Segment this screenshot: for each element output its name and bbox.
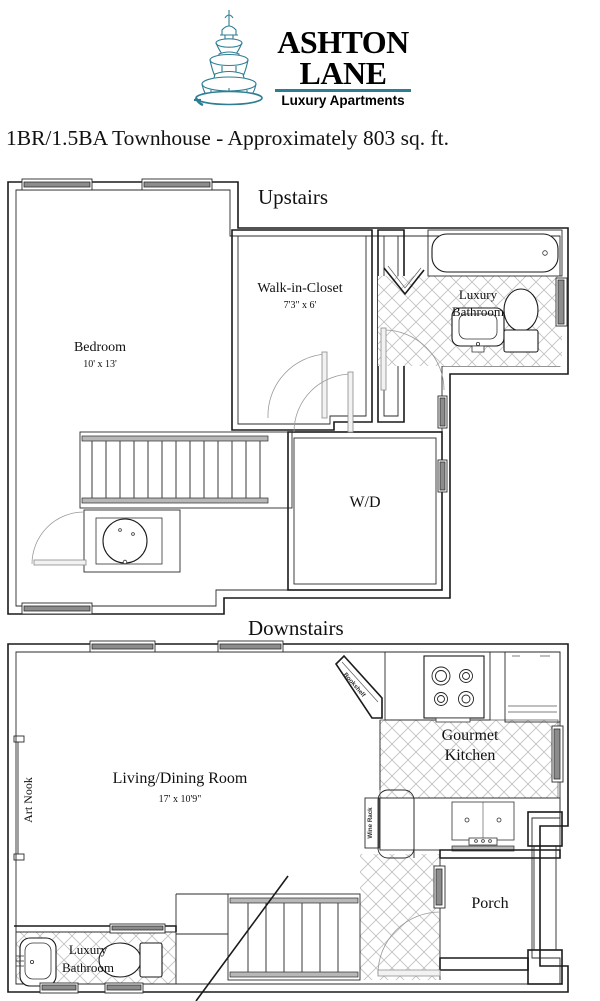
- room-dim-bedroom: 10' x 13': [83, 359, 117, 370]
- porch-structure: [439, 811, 563, 985]
- upstairs-floorplan: Bedroom 10' x 13' Walk-in-Closet 7'3" x …: [7, 178, 569, 615]
- door-strip-lower: [437, 459, 448, 493]
- window-bath-downstairs-1: [39, 982, 79, 994]
- cooktop-fixture: [423, 655, 485, 723]
- brand-name-line2: LANE: [299, 54, 387, 91]
- door-walk-in-closet[interactable]: [267, 351, 328, 419]
- room-label-bath-line1: Luxury: [459, 287, 498, 302]
- room-label-porch: Porch: [471, 895, 508, 912]
- kitchen-lower-counter: [379, 797, 561, 852]
- room-label-dbath-line2: Bathroom: [62, 960, 114, 975]
- brand-name-line1: ASHTON: [277, 24, 409, 61]
- door-porch[interactable]: [377, 865, 446, 977]
- window-bedroom-2: [141, 178, 213, 191]
- art-nook-recess: [13, 735, 25, 861]
- room-label-wd: W/D: [349, 494, 380, 511]
- window-bottom-upstairs: [21, 602, 93, 615]
- room-label-closet: Walk-in-Closet: [257, 281, 342, 296]
- room-label-kitchen-line1: Gourmet: [442, 727, 499, 744]
- staircase-upstairs: [79, 431, 293, 509]
- door-strip-upper: [437, 395, 448, 429]
- washer-dryer-closet: [287, 431, 443, 591]
- window-kitchen: [551, 725, 564, 783]
- room-dim-living: 17' x 10'9": [159, 794, 202, 805]
- downstairs-floorplan: Bookshelf: [7, 640, 569, 1001]
- door-hall-to-wd[interactable]: [293, 371, 354, 433]
- room-label-bath-line2: Bathroom: [452, 304, 504, 319]
- toilet-fixture: [503, 288, 539, 353]
- room-label-art-nook: Art Nook: [21, 777, 35, 823]
- room-label-kitchen-line2: Kitchen: [445, 747, 496, 764]
- room-dim-closet: 7'3" x 6': [284, 300, 317, 311]
- sink-downstairs: [16, 937, 57, 987]
- window-living-2: [217, 640, 284, 653]
- bathtub-fixture: [427, 229, 563, 277]
- window-bathroom: [555, 277, 568, 327]
- room-label-dbath-line1: Luxury: [69, 942, 108, 957]
- room-label-living: Living/Dining Room: [113, 770, 248, 787]
- kitchen-island-wine-rack: Wine Rack: [364, 789, 415, 859]
- closet-round-fixture: [83, 509, 181, 573]
- room-walk-in-closet: [231, 229, 373, 431]
- door-lower-closet[interactable]: [31, 511, 87, 566]
- staircase-downstairs: [175, 875, 361, 1001]
- page-title: 1BR/1.5BA Townhouse - Approximately 803 …: [6, 126, 450, 150]
- label-wine-rack: Wine Rack: [367, 807, 374, 839]
- floor-label-upstairs: Upstairs: [258, 185, 328, 209]
- window-bedroom-1: [21, 178, 93, 191]
- door-bathroom-bifold[interactable]: [383, 265, 425, 296]
- window-living-1: [89, 640, 156, 653]
- bookshelf-unit: Bookshelf: [334, 654, 383, 719]
- fountain-icon: [194, 10, 263, 107]
- sink-fixture: [451, 307, 505, 353]
- brand-tagline: Luxury Apartments: [281, 93, 405, 108]
- floor-tile-kitchen: [360, 719, 559, 980]
- brand-logo: ASHTON LANE Luxury Apartments: [0, 6, 600, 110]
- floor-label-downstairs: Downstairs: [248, 616, 344, 640]
- window-bath-downstairs-2: [104, 982, 144, 994]
- room-label-bedroom: Bedroom: [74, 340, 126, 355]
- toilet-downstairs: [98, 942, 163, 978]
- door-bath-entry[interactable]: [380, 327, 445, 391]
- brand-divider: [275, 89, 411, 92]
